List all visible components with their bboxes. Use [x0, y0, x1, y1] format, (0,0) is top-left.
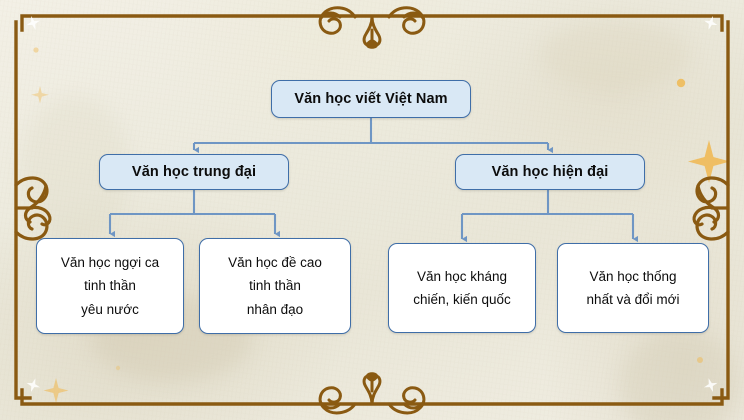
node-root-label: Văn học viết Việt Nam	[294, 91, 448, 107]
node-ngoi-ca[interactable]: Văn học ngợi ca tinh thần yêu nước	[36, 238, 184, 334]
node-khang-chien[interactable]: Văn học kháng chiến, kiến quốc	[388, 243, 536, 333]
node-thong-nhat-label: Văn học thống nhất và đổi mới	[586, 268, 680, 307]
node-ngoi-ca-label: Văn học ngợi ca tinh thần yêu nước	[60, 255, 160, 317]
node-de-cao[interactable]: Văn học đề cao tinh thần nhân đạo	[199, 238, 351, 334]
node-hien-dai[interactable]: Văn học hiện đại	[455, 154, 645, 190]
node-hien-dai-label: Văn học hiện đại	[491, 164, 609, 180]
node-thong-nhat[interactable]: Văn học thống nhất và đổi mới	[557, 243, 709, 333]
node-trung-dai-label: Văn học trung đại	[131, 164, 257, 180]
node-de-cao-label: Văn học đề cao tinh thần nhân đạo	[228, 255, 322, 317]
node-root[interactable]: Văn học viết Việt Nam	[271, 80, 471, 118]
node-trung-dai[interactable]: Văn học trung đại	[99, 154, 289, 190]
node-khang-chien-label: Văn học kháng chiến, kiến quốc	[413, 268, 511, 307]
